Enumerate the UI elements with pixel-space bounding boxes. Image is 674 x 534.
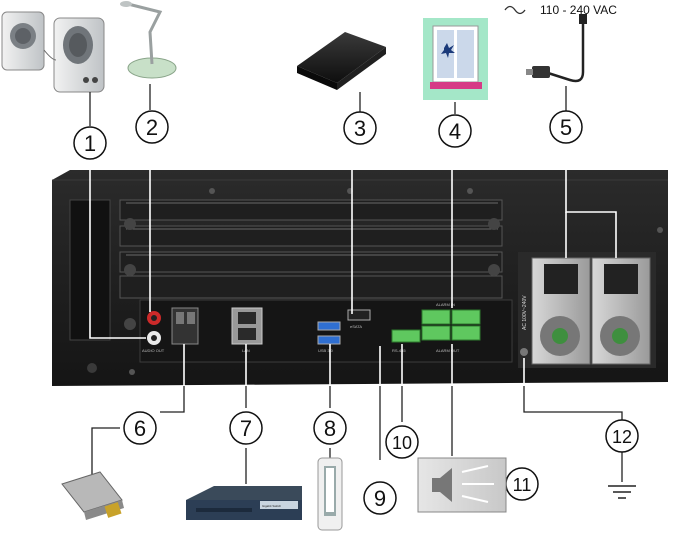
svg-text:8: 8	[324, 416, 336, 441]
usb-label: USB 3.0	[318, 348, 334, 353]
microphone-illustration	[120, 1, 177, 79]
switch-label: Gigabit Switch	[262, 504, 282, 508]
callout-8: 8	[313, 411, 347, 445]
svg-text:10: 10	[392, 433, 412, 453]
svg-text:1: 1	[84, 131, 96, 156]
power-cord-illustration: 110 - 240 VAC	[504, 3, 617, 83]
alarm-in-label: ALARM IN	[436, 302, 455, 307]
callout-10: 10	[385, 425, 419, 459]
power-voltage-label: 110 - 240 VAC	[540, 3, 617, 17]
callout-1: 1	[73, 126, 107, 160]
external-hdd-illustration	[297, 32, 386, 90]
window-sensor-illustration	[423, 18, 488, 100]
recorder-chassis	[52, 170, 668, 386]
speakers-illustration	[1, 11, 105, 93]
svg-text:9: 9	[374, 486, 386, 511]
callout-3: 3	[343, 111, 377, 145]
audio-out-label: AUDIO OUT	[142, 348, 165, 353]
rs485-terminal: RS-485	[391, 329, 421, 353]
usb-port: USB 3.0	[317, 321, 341, 353]
callout-11: 11	[505, 467, 539, 501]
rs485-label: RS-485	[392, 348, 406, 353]
svg-text:3: 3	[354, 116, 366, 141]
callout-12: 12	[605, 419, 639, 453]
svg-text:6: 6	[134, 416, 146, 441]
ground-icon	[608, 485, 636, 499]
svg-text:4: 4	[449, 119, 461, 144]
network-switch-illustration: Gigabit Switch	[186, 486, 302, 520]
callout-2: 2	[135, 110, 169, 144]
audio-out-port: AUDIO OUT	[142, 311, 165, 353]
ac-wave-icon	[504, 5, 526, 15]
esata-label: eSATA	[350, 324, 362, 329]
usb-flash-drive-illustration	[317, 457, 343, 531]
alarm-out-label: ALARM OUT	[436, 348, 460, 353]
svg-text:12: 12	[612, 427, 632, 447]
callout-9: 9	[363, 481, 397, 515]
callout-4: 4	[438, 114, 472, 148]
alarm-output-device	[417, 457, 507, 513]
svg-text:2: 2	[146, 115, 158, 140]
ac-rating-label: AC 100V~240V	[522, 295, 528, 330]
svg-text:7: 7	[240, 416, 252, 441]
alarm-terminals: ALARM IN ALARM OUT	[421, 302, 481, 353]
leader-lines-below	[89, 84, 623, 484]
svg-text:11: 11	[513, 475, 532, 495]
svg-text:5: 5	[560, 115, 572, 140]
sfp-port	[171, 307, 199, 345]
sfp-module-illustration	[61, 471, 124, 520]
redundant-power-supplies: AC 100V~240V	[518, 252, 656, 368]
esata-port: eSATA	[347, 309, 371, 329]
siren-speaker-icon	[432, 468, 452, 502]
callout-7: 7	[229, 411, 263, 445]
callout-5: 5	[549, 110, 583, 144]
callout-6: 6	[123, 411, 157, 445]
